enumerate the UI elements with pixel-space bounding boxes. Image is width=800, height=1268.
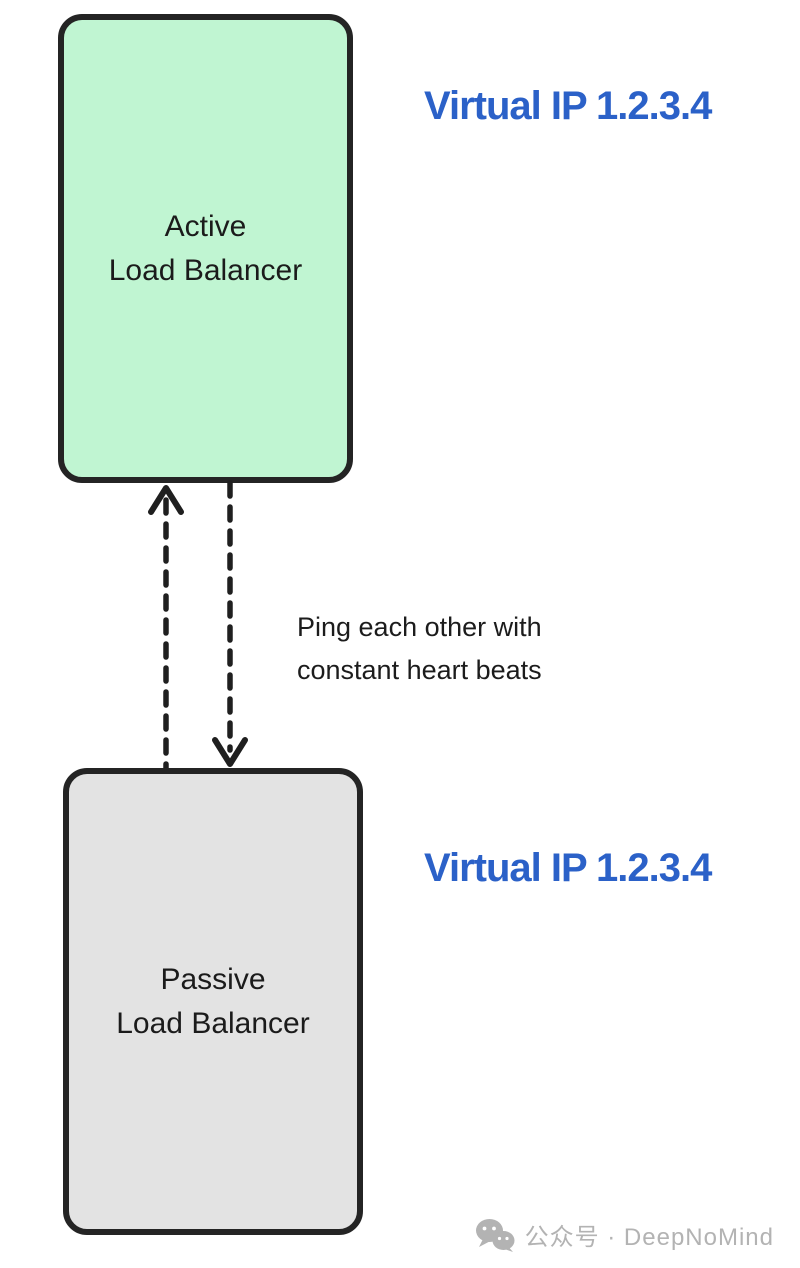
watermark-text: 公众号 · DeepNoMind [524,1224,774,1251]
node-passive-label-line1: Passive [160,962,266,996]
watermark: 公众号 · DeepNoMind [474,1217,774,1252]
arrow-passive-to-active [148,485,184,771]
node-passive-load-balancer: Passive Load Balancer [63,768,363,1235]
wechat-icon [475,1218,515,1252]
heartbeat-annotation-line2: constant heart beats [297,655,542,685]
heartbeat-annotation: Ping each other with constant heart beat… [297,606,542,692]
heartbeat-annotation-line1: Ping each other with [297,612,542,642]
virtual-ip-label-bottom: Virtual IP 1.2.3.4 [424,846,712,890]
arrow-active-to-passive [212,480,248,767]
node-active-load-balancer: Active Load Balancer [58,14,353,483]
node-active-label-line2: Load Balancer [108,253,303,287]
virtual-ip-label-top: Virtual IP 1.2.3.4 [424,84,712,128]
node-active-label-line1: Active [164,209,247,243]
node-passive-label-line2: Load Balancer [116,1006,310,1040]
